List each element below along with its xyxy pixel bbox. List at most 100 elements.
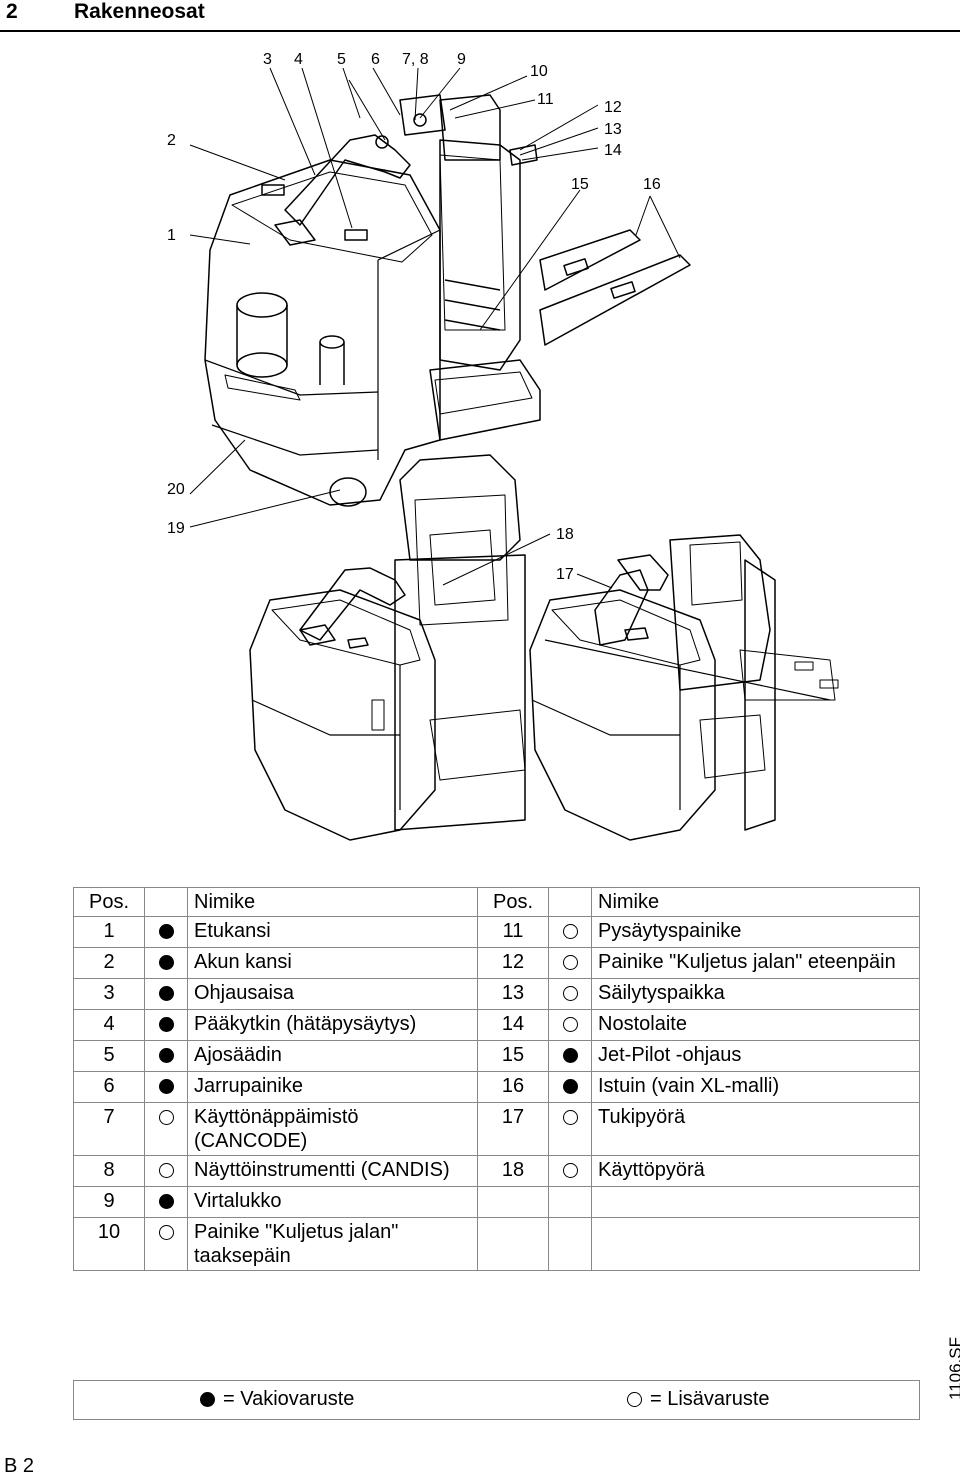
header-pos-b: Pos.	[477, 887, 549, 917]
callout-14: 14	[604, 142, 622, 159]
optional-dot-icon	[158, 1110, 174, 1125]
mark-cell	[144, 978, 188, 1010]
pos-cell: 10	[73, 1217, 145, 1271]
callout-13: 13	[604, 121, 622, 138]
callout-19: 19	[167, 520, 185, 537]
optional-dot-icon	[562, 1110, 578, 1125]
name-cell: Jet-Pilot -ohjaus	[591, 1040, 920, 1072]
name-cell: Istuin (vain XL-malli)	[591, 1071, 920, 1103]
name-cell: Säilytyspaikka	[591, 978, 920, 1010]
callout-18: 18	[556, 526, 574, 543]
standard-dot-icon	[158, 924, 174, 939]
callout-6: 6	[371, 51, 380, 68]
optional-dot-icon	[562, 1163, 578, 1178]
mark-cell	[548, 1102, 592, 1156]
mark-cell	[144, 1186, 188, 1218]
mark-cell	[548, 1217, 592, 1271]
mark-cell	[548, 1040, 592, 1072]
optional-dot-icon	[158, 1225, 174, 1240]
header-name-a: Nimike	[187, 887, 478, 917]
optional-dot-icon	[627, 1392, 642, 1407]
callout-2: 2	[167, 132, 176, 149]
callout-7-8: 7, 8	[402, 51, 429, 68]
pos-cell: 17	[477, 1102, 549, 1156]
mark-cell	[144, 916, 188, 948]
pos-cell	[477, 1217, 549, 1271]
standard-dot-icon	[158, 1017, 174, 1032]
pos-cell: 4	[73, 1009, 145, 1041]
callout-9: 9	[457, 51, 466, 68]
pos-cell: 18	[477, 1155, 549, 1187]
header-pos-a: Pos.	[73, 887, 145, 917]
mark-cell	[548, 978, 592, 1010]
name-cell: Painike "Kuljetus jalan" taaksepäin	[187, 1217, 478, 1271]
name-cell: Ajosäädin	[187, 1040, 478, 1072]
name-cell: Käyttöpyörä	[591, 1155, 920, 1187]
header-name-b: Nimike	[591, 887, 920, 917]
mark-cell	[144, 1217, 188, 1271]
table-header-row: Pos. Nimike Pos. Nimike	[73, 887, 920, 917]
optional-dot-icon	[562, 986, 578, 1001]
optional-dot-icon	[562, 1017, 578, 1032]
standard-dot-icon	[158, 1079, 174, 1094]
header-rule	[0, 30, 960, 32]
legend-optional-label: = Lisävaruste	[650, 1388, 770, 1410]
name-cell: Nostolaite	[591, 1009, 920, 1041]
mark-cell	[548, 1155, 592, 1187]
pos-cell: 3	[73, 978, 145, 1010]
section-number: 2	[6, 0, 18, 23]
truck-bottom-left-drawing	[249, 454, 831, 841]
optional-dot-icon	[158, 1163, 174, 1178]
optional-dot-icon	[562, 955, 578, 970]
pos-cell: 12	[477, 947, 549, 979]
name-cell: Akun kansi	[187, 947, 478, 979]
mark-cell	[144, 1155, 188, 1187]
truck-bottom-right-drawing	[529, 534, 839, 841]
callout-5: 5	[337, 51, 346, 68]
page-label: B 2	[4, 1455, 35, 1477]
callout-leaders	[189, 67, 681, 589]
mark-cell	[144, 1071, 188, 1103]
legend-standard-label: = Vakiovaruste	[223, 1388, 355, 1410]
mark-cell	[548, 916, 592, 948]
truck-top-drawing	[204, 94, 691, 507]
mark-cell	[548, 1186, 592, 1218]
name-cell: Virtalukko	[187, 1186, 478, 1218]
table-row: 10 Painike "Kuljetus jalan" taaksepäin	[73, 1217, 920, 1271]
mark-cell	[144, 1009, 188, 1041]
truck-illustration: 1 2 3 4 5 6 7, 8 9 10 11 12 13 14 15 16 …	[167, 51, 839, 841]
callout-1: 1	[167, 227, 176, 244]
callout-3: 3	[263, 51, 272, 68]
callout-10: 10	[530, 63, 548, 80]
pos-cell: 14	[477, 1009, 549, 1041]
callout-11: 11	[537, 91, 554, 108]
standard-dot-icon	[158, 1194, 174, 1209]
callout-4: 4	[294, 51, 303, 68]
callout-12: 12	[604, 99, 622, 116]
optional-dot-icon	[562, 924, 578, 939]
name-cell: Käyttönäppäimistö (CANCODE)	[187, 1102, 478, 1156]
name-cell: Jarrupainike	[187, 1071, 478, 1103]
pos-cell: 2	[73, 947, 145, 979]
pos-cell: 15	[477, 1040, 549, 1072]
standard-dot-icon	[200, 1392, 215, 1407]
name-cell	[591, 1217, 920, 1271]
figure-code: 1106.SF	[946, 1336, 960, 1400]
mark-cell	[144, 1040, 188, 1072]
callout-17: 17	[556, 566, 574, 583]
name-cell: Näyttöinstrumentti (CANDIS)	[187, 1155, 478, 1187]
mark-cell	[548, 1009, 592, 1041]
callout-20: 20	[167, 481, 185, 498]
mark-cell	[548, 1071, 592, 1103]
standard-dot-icon	[158, 955, 174, 970]
pos-cell: 1	[73, 916, 145, 948]
pos-cell: 7	[73, 1102, 145, 1156]
name-cell: Painike "Kuljetus jalan" eteenpäin	[591, 947, 920, 979]
